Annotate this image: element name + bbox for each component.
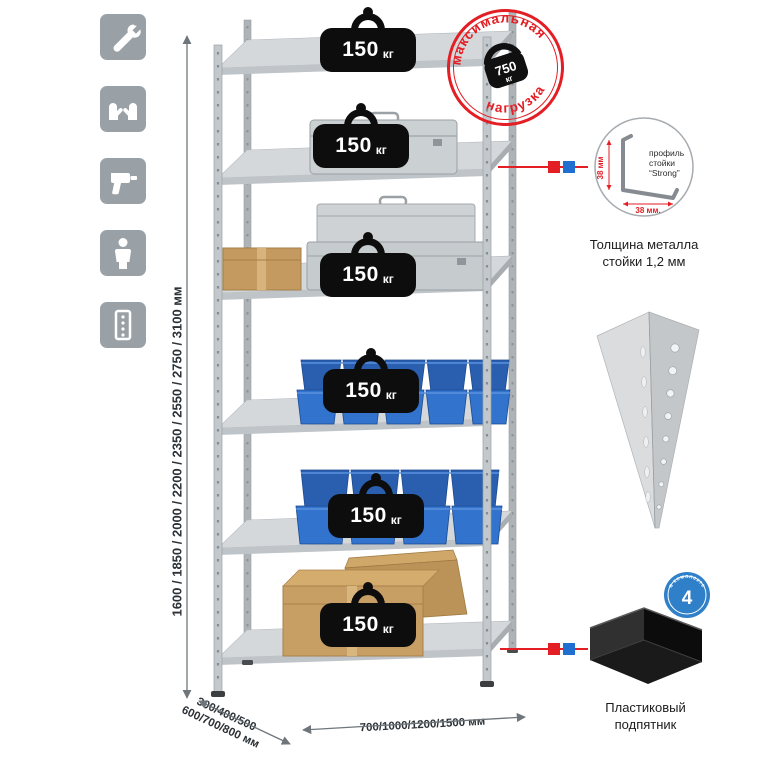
person-icon	[100, 230, 146, 276]
load-unit: кг	[390, 512, 402, 527]
profile-dim-vertical-label: 38 мм	[596, 156, 605, 179]
drill-icon	[100, 158, 146, 204]
profile-vertical-dimension: 38 мм	[596, 140, 612, 190]
load-value: 150	[335, 134, 372, 157]
angle-post-holes	[656, 343, 680, 510]
profile-callout: 38 мм 38 мм. профиль стойки “Strong”	[594, 117, 694, 217]
shelf-load-badge-4: 150 кг	[323, 369, 419, 413]
plastic-foot-image	[589, 607, 703, 684]
rack-front-uprights	[211, 36, 518, 697]
load-unit: кг	[385, 387, 397, 402]
profile-label-line3: “Strong”	[649, 168, 680, 178]
foot-count-badge: в комплекте 4	[664, 572, 710, 618]
profile-label: профиль стойки “Strong”	[649, 148, 685, 178]
shelf-load-badge-2: 150 кг	[313, 124, 409, 168]
top-callout-blue-marker	[563, 161, 575, 173]
foot-badge-number: 4	[682, 588, 693, 609]
foot-caption: Пластиковый подпятник	[605, 700, 686, 732]
cardboard-box-small	[222, 247, 302, 291]
height-dimension-label: 1600 / 1850 / 2000 / 2200 / 2350 / 2550 …	[169, 286, 185, 617]
perforated-angle-post-image	[596, 311, 700, 529]
load-value: 150	[345, 379, 382, 402]
load-value: 150	[342, 38, 379, 61]
top-callout-red-marker	[548, 161, 560, 173]
drill-icon-glyph	[111, 173, 137, 195]
shelf-load-badge-1: 150 кг	[320, 28, 416, 72]
profile-horizontal-dimension: 38 мм.	[623, 201, 673, 215]
perforated-post-icon	[100, 302, 146, 348]
person-icon-glyph	[114, 238, 132, 269]
angle-post-slots	[640, 346, 651, 503]
wrench-icon	[100, 14, 146, 60]
load-unit: кг	[382, 271, 394, 286]
gloves-icon-glyph	[109, 103, 137, 120]
load-unit: кг	[375, 142, 387, 157]
profile-caption: Толщина металла стойки 1,2 мм	[589, 237, 699, 269]
perforated-post-icon-glyph	[114, 309, 132, 341]
gloves-icon	[100, 86, 146, 132]
profile-cross-section-drawing	[621, 134, 679, 200]
load-value: 150	[342, 613, 379, 636]
load-unit: кг	[382, 621, 394, 636]
width-dimension-label: 700/1000/1200/1500 мм	[359, 715, 486, 735]
wrench-icon-glyph	[113, 24, 141, 52]
shelf-load-badge-3: 150 кг	[320, 253, 416, 297]
load-value: 150	[350, 504, 387, 527]
bottom-callout-red-marker	[548, 643, 560, 655]
shelf-load-badge-6: 150 кг	[320, 603, 416, 647]
shelf-load-badge-5: 150 кг	[328, 494, 424, 538]
bottom-callout-blue-marker	[563, 643, 575, 655]
load-unit: кг	[382, 46, 394, 61]
load-value: 150	[342, 263, 379, 286]
profile-label-line1: профиль	[649, 148, 685, 158]
profile-dim-horizontal-label: 38 мм.	[635, 206, 660, 215]
profile-label-line2: стойки	[649, 158, 675, 168]
